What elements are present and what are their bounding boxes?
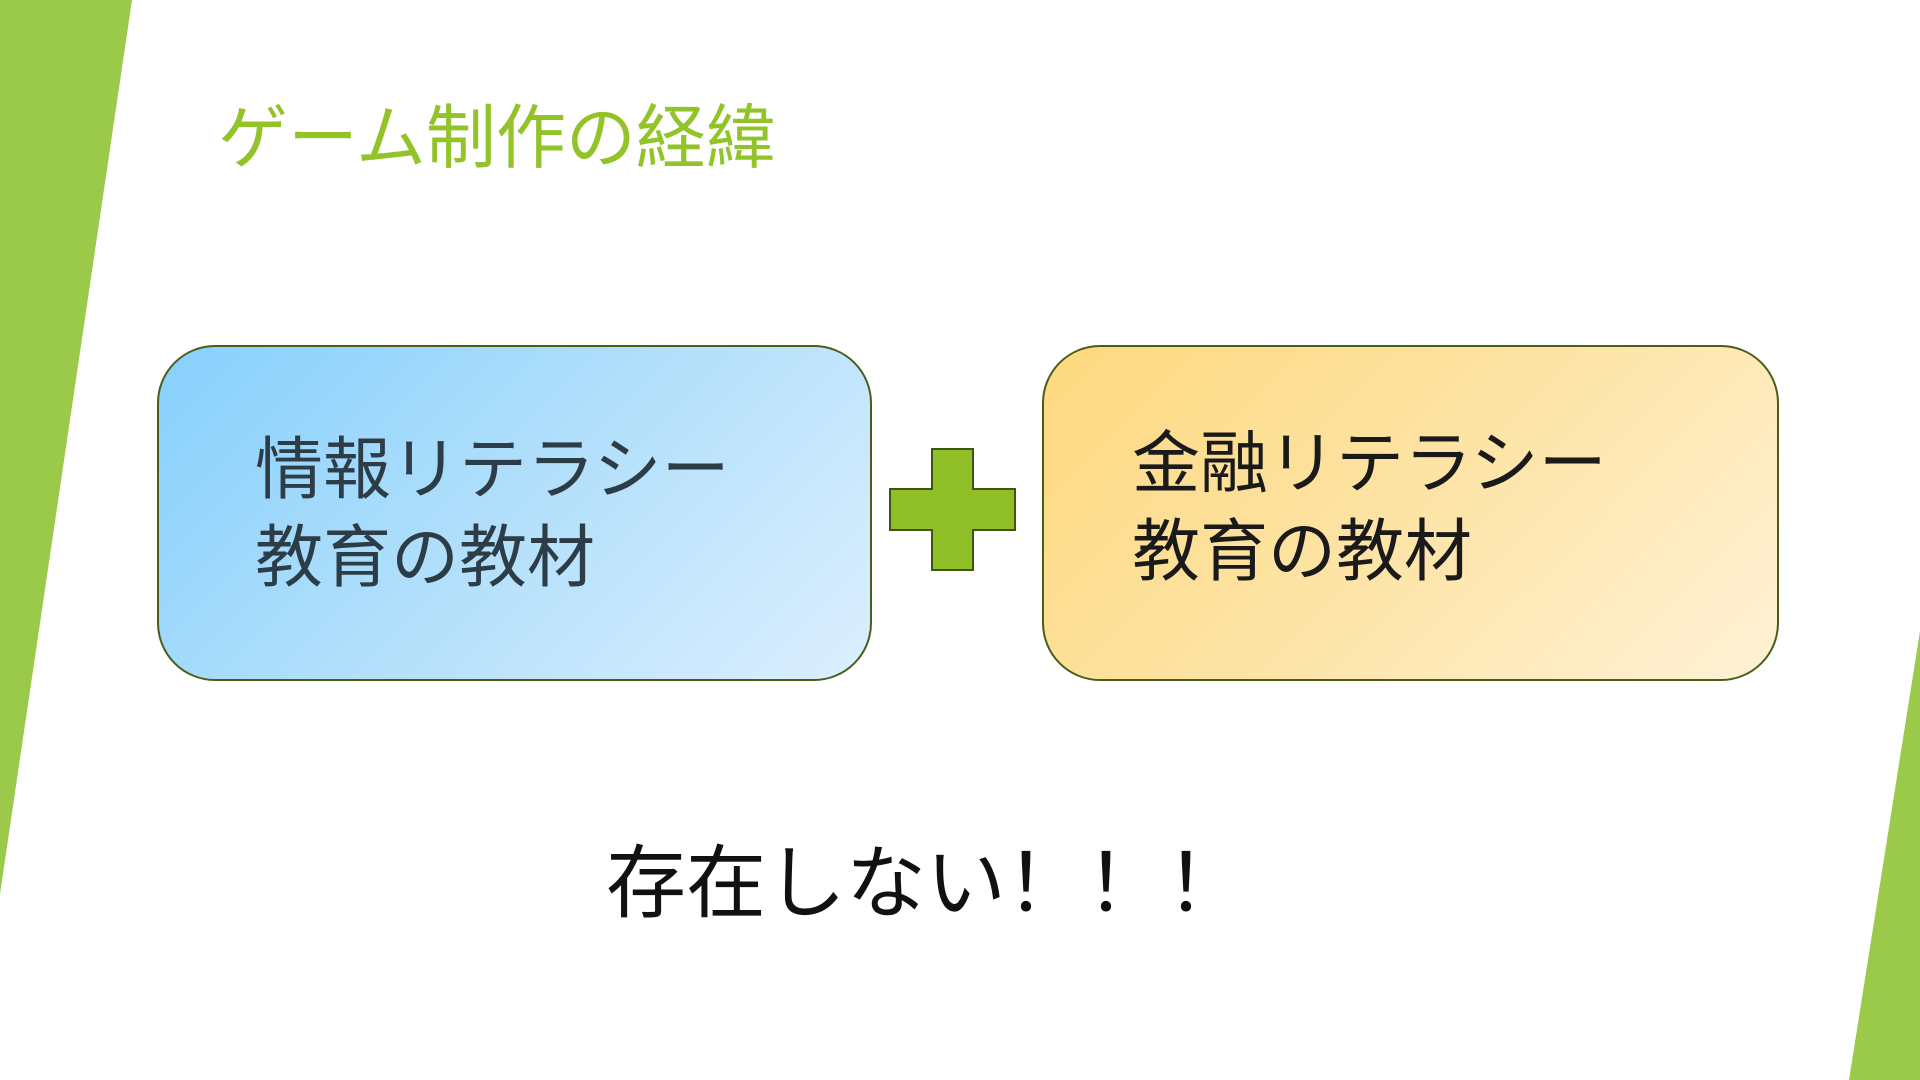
- right-green-band: [1849, 631, 1920, 1080]
- left-green-band: [0, 0, 132, 894]
- conclusion-text: 存在しない！！！: [606, 837, 1246, 930]
- finance-literacy-text: 金融リテラシー 教育の教材: [1132, 421, 1607, 597]
- finance-literacy-line1: 金融リテラシー: [1132, 425, 1607, 504]
- finance-literacy-line2: 教育の教材: [1132, 513, 1473, 592]
- info-literacy-text: 情報リテラシー 教育の教材: [255, 427, 730, 603]
- finance-literacy-box: 金融リテラシー 教育の教材: [1042, 345, 1779, 681]
- plus-icon: [889, 448, 1016, 571]
- info-literacy-line2: 教育の教材: [255, 519, 596, 598]
- info-literacy-box: 情報リテラシー 教育の教材: [157, 345, 872, 681]
- slide-title: ゲーム制作の経緯: [218, 97, 776, 179]
- info-literacy-line1: 情報リテラシー: [255, 431, 730, 510]
